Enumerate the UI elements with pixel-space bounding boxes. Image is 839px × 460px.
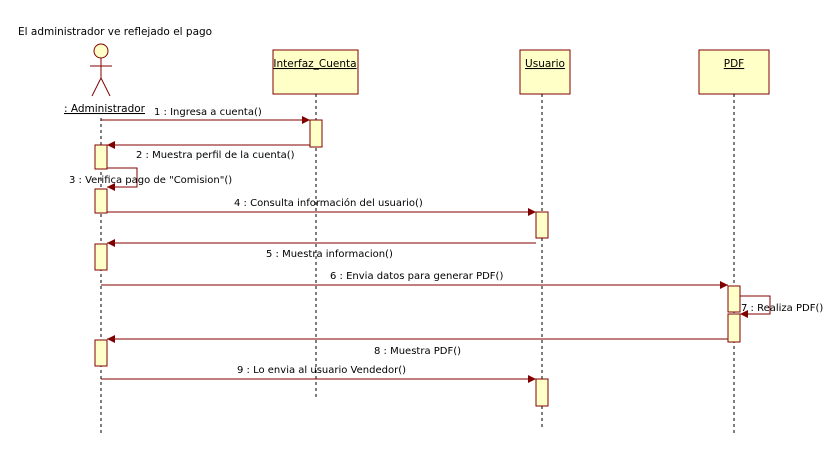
actor-administrador[interactable]: : Administrador bbox=[64, 43, 146, 115]
actor-label: : Administrador bbox=[64, 103, 146, 115]
stick-figure-icon bbox=[90, 43, 112, 97]
message-2[interactable]: 2 : Muestra perfil de la cuenta() bbox=[107, 141, 310, 161]
object-pdf[interactable]: PDF bbox=[698, 49, 770, 95]
message-3[interactable]: 3 : Verifica pago de "Comision"() bbox=[69, 167, 232, 191]
activation-bar bbox=[94, 243, 108, 271]
message-8[interactable]: 8 : Muestra PDF() bbox=[107, 335, 728, 357]
message-label: 9 : Lo envia al usuario Vendedor() bbox=[237, 365, 406, 376]
message-label: 3 : Verifica pago de "Comision"() bbox=[69, 175, 232, 186]
activation-bar bbox=[535, 378, 549, 407]
object-label: Interfaz_Cuenta bbox=[273, 58, 356, 70]
activation-bar bbox=[94, 188, 108, 214]
message-1[interactable]: 1 : Ingresa a cuenta() bbox=[101, 107, 310, 124]
activation-bar bbox=[535, 211, 549, 239]
activation-bar bbox=[309, 119, 323, 148]
activation-bar bbox=[727, 313, 741, 343]
message-label: 1 : Ingresa a cuenta() bbox=[154, 107, 262, 118]
message-4[interactable]: 4 : Consulta información del usuario() bbox=[107, 197, 536, 216]
message-label: 8 : Muestra PDF() bbox=[374, 346, 461, 357]
object-label: Usuario bbox=[525, 58, 565, 70]
message-7[interactable]: 7 : Realiza PDF() bbox=[740, 295, 823, 318]
object-label: PDF bbox=[724, 58, 744, 70]
message-label: 5 : Muestra informacion() bbox=[266, 249, 393, 260]
activation-bar bbox=[94, 339, 108, 367]
activation-bar bbox=[94, 144, 108, 170]
object-interfaz-cuenta[interactable]: Interfaz_Cuenta bbox=[272, 49, 359, 95]
diagram-title: El administrador ve reflejado el pago bbox=[18, 26, 212, 38]
message-9[interactable]: 9 : Lo envia al usuario Vendedor() bbox=[101, 365, 536, 383]
message-label: 2 : Muestra perfil de la cuenta() bbox=[136, 150, 295, 161]
message-label: 4 : Consulta información del usuario() bbox=[234, 197, 423, 209]
message-6[interactable]: 6 : Envia datos para generar PDF() bbox=[101, 271, 728, 289]
message-label: 7 : Realiza PDF() bbox=[741, 303, 823, 314]
object-usuario[interactable]: Usuario bbox=[519, 49, 571, 95]
message-label: 6 : Envia datos para generar PDF() bbox=[330, 271, 503, 282]
activation-bar bbox=[727, 285, 741, 313]
message-5[interactable]: 5 : Muestra informacion() bbox=[107, 239, 536, 260]
